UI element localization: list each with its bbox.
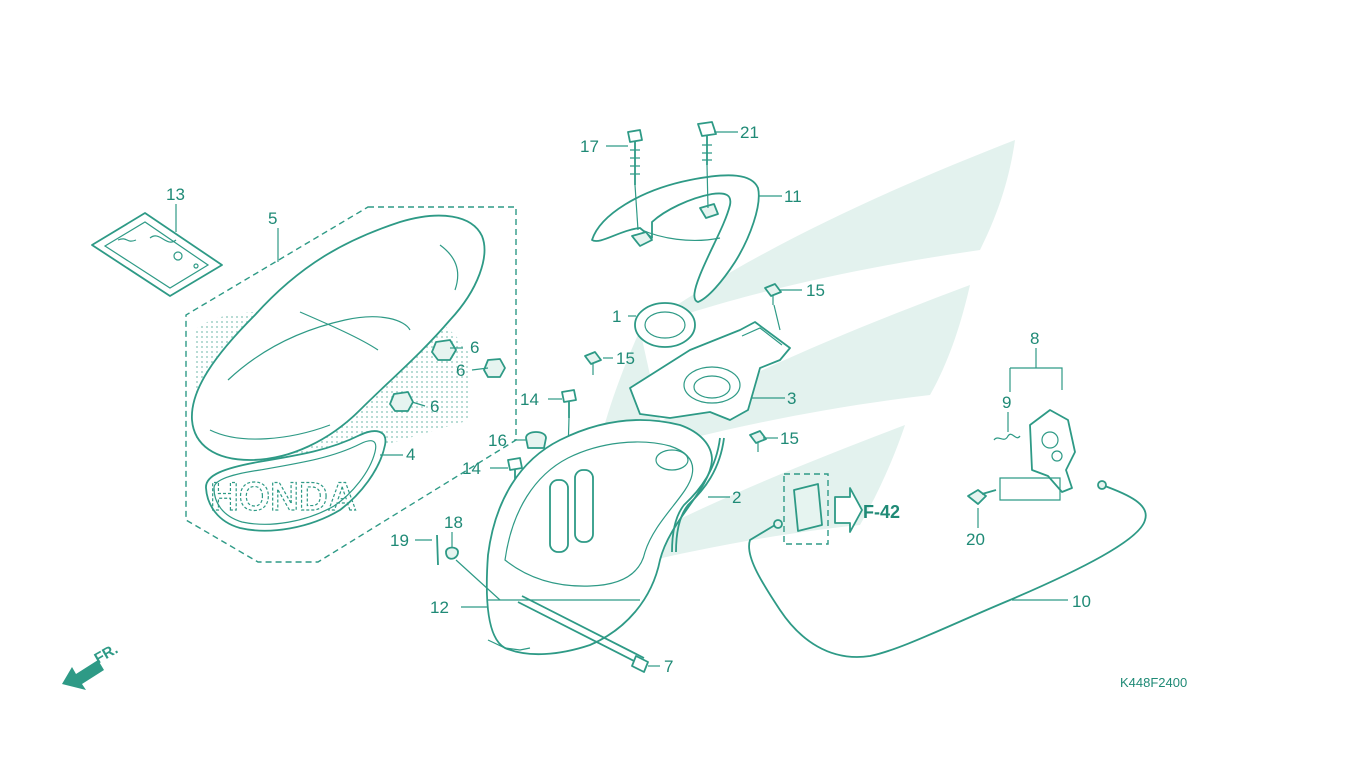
pin-part	[517, 595, 649, 673]
grab-rail-bolts	[627, 121, 717, 231]
callout-2: 2	[732, 488, 741, 507]
callout-14b: 14	[462, 459, 481, 478]
callout-19: 19	[390, 531, 409, 550]
callout-15b: 15	[616, 349, 635, 368]
callout-10: 10	[1072, 592, 1091, 611]
clip-parts	[584, 283, 782, 452]
callout-7: 7	[664, 657, 673, 676]
callout-11: 11	[784, 187, 802, 206]
callout-1: 1	[612, 307, 621, 326]
seat-group-frame	[185, 206, 517, 563]
grab-rail-part	[591, 174, 760, 303]
seat-lock-part	[967, 409, 1076, 505]
callout-14a: 14	[520, 390, 539, 409]
seat-lock-cable	[748, 480, 1147, 658]
plug-part	[525, 431, 547, 449]
reference-box	[783, 473, 863, 545]
seat-stopper-parts	[389, 339, 506, 412]
callout-15c: 15	[780, 429, 799, 448]
callout-6c: 6	[430, 397, 439, 416]
callout-12: 12	[430, 598, 449, 617]
callout-17: 17	[580, 137, 599, 156]
callout-6b: 6	[456, 361, 465, 380]
seat-part	[191, 214, 486, 470]
seat-seal-part: HONDA	[205, 430, 387, 532]
callout-5: 5	[268, 209, 277, 228]
fuel-seal-part	[634, 302, 696, 348]
callout-18: 18	[444, 513, 463, 532]
small-bolt-washer	[436, 534, 501, 601]
leader-lines	[175, 131, 1068, 667]
seat-watermark: HONDA	[210, 475, 357, 519]
center-cover-part	[629, 321, 791, 421]
tube-part	[671, 437, 721, 553]
callout-6a: 6	[470, 338, 479, 357]
callout-3: 3	[787, 389, 796, 408]
callout-15a: 15	[806, 281, 825, 300]
callout-13: 13	[166, 185, 185, 204]
callout-8: 8	[1030, 329, 1039, 348]
callout-16: 16	[488, 431, 507, 450]
diagram-code: K448F2400	[1120, 675, 1187, 690]
reference-label: F-42	[863, 502, 900, 522]
luggage-box-part	[485, 419, 713, 656]
callout-4: 4	[406, 445, 415, 464]
front-direction-arrow	[62, 660, 104, 690]
callout-20: 20	[966, 530, 985, 549]
callout-9: 9	[1002, 393, 1011, 412]
label-part	[91, 212, 223, 297]
callout-21: 21	[740, 123, 759, 142]
